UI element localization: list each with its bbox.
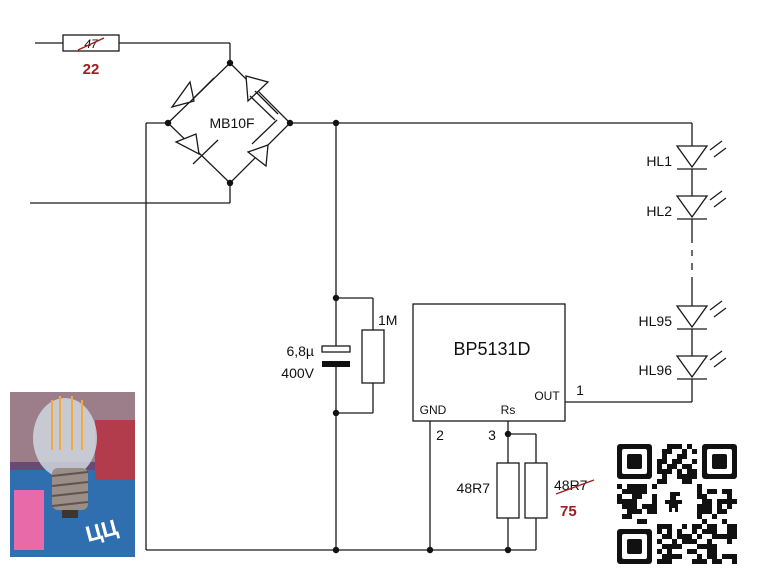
led-hl96-label: HL96 xyxy=(639,362,673,378)
sense-resistor-2-label: 48R7 xyxy=(554,477,588,493)
bleeder-resistor: 1M xyxy=(336,297,397,414)
led-hl2-label: HL2 xyxy=(646,203,672,219)
fuse-replacement-label: 22 xyxy=(83,61,100,78)
bleeder-label: 1M xyxy=(378,312,397,328)
led-hl1: HL1 xyxy=(646,140,727,170)
led-hl96: HL96 xyxy=(639,350,727,380)
ic-pin-out: OUT xyxy=(534,389,560,403)
ic-name: BP5131D xyxy=(453,339,530,359)
qr-code xyxy=(613,440,740,567)
capacitor-value: 6,8µ xyxy=(286,343,314,359)
led-hl95-label: HL95 xyxy=(639,313,673,329)
capacitor-voltage: 400V xyxy=(281,365,314,381)
fuse-resistor: 47 22 xyxy=(62,34,120,78)
positive-rail xyxy=(290,119,693,298)
bridge-rectifier: MB10F xyxy=(164,59,294,187)
sense-resistor-1-label: 48R7 xyxy=(457,480,491,496)
input-wiring xyxy=(30,42,231,204)
ic-pin-rs: Rs xyxy=(501,403,516,417)
bridge-label: MB10F xyxy=(209,115,254,131)
filter-capacitor: 6,8µ 400V xyxy=(281,294,351,550)
led-string: HL1 HL2 HL95 HL96 xyxy=(639,140,727,402)
driver-ic: BP5131D GND Rs OUT 1 2 3 xyxy=(412,303,692,550)
led-hl2: HL2 xyxy=(646,190,727,220)
ic-pin1-number: 1 xyxy=(576,382,584,398)
led-hl1-label: HL1 xyxy=(646,153,672,169)
sense-resistor-2-replacement: 75 xyxy=(560,503,577,520)
ic-pin-gnd: GND xyxy=(420,403,447,417)
ic-pin3-number: 3 xyxy=(488,427,496,443)
bulb-photo: ЦЦ xyxy=(10,392,135,557)
ic-pin2-number: 2 xyxy=(436,427,444,443)
sense-resistors: 48R7 48R7 75 xyxy=(457,433,595,550)
led-hl95: HL95 xyxy=(639,300,727,330)
